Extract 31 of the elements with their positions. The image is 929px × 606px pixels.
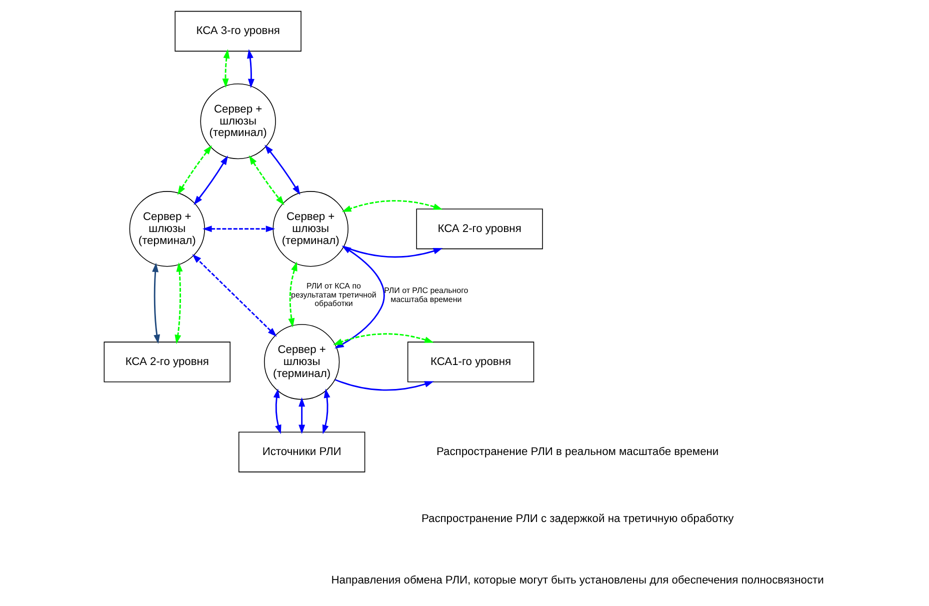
node-circle: Сервер + шлюзы (терминал) — [128, 191, 204, 267]
arrow — [272, 388, 281, 434]
arrow — [202, 226, 275, 232]
edge-label: РЛИ от РЛС реального масштаба времени — [384, 286, 468, 304]
arrow — [222, 49, 230, 88]
arrow — [288, 262, 297, 328]
arrow — [334, 379, 434, 391]
arrow — [192, 254, 276, 337]
arrow — [343, 246, 442, 258]
arrow — [193, 156, 228, 206]
arrow — [248, 155, 284, 206]
node-box: КСА1-го уровня — [406, 342, 534, 382]
node-box: Источники РЛИ — [238, 432, 365, 472]
arrow — [152, 262, 160, 344]
legend-label: Распространение РЛИ с задержкой на третичную обработку — [420, 512, 734, 525]
arrow — [298, 397, 305, 434]
arrow — [332, 333, 434, 345]
node-box: КСА 2-го уровня — [416, 208, 542, 250]
edge-label: РЛИ от КСА по результатам третичной обработки — [290, 282, 376, 308]
arrow — [264, 144, 300, 195]
arrow — [174, 262, 182, 344]
node-circle: Сервер + шлюзы (терминал) — [272, 191, 348, 267]
arrow — [177, 145, 212, 196]
legend-label: Направления обмена РЛИ, которые могут быть установлены для обеспечения полносвязности — [330, 574, 824, 586]
arrow — [246, 49, 254, 88]
arrow — [322, 388, 330, 434]
arrow — [341, 200, 442, 212]
node-circle: Сервер + шлюзы (терминал) — [200, 83, 276, 160]
node-box: КСА 3-го уровня — [174, 10, 301, 52]
node-box: КСА 2-го уровня — [103, 342, 230, 382]
legend-label: Распространение РЛИ в реальном масштабе времени — [436, 446, 718, 458]
